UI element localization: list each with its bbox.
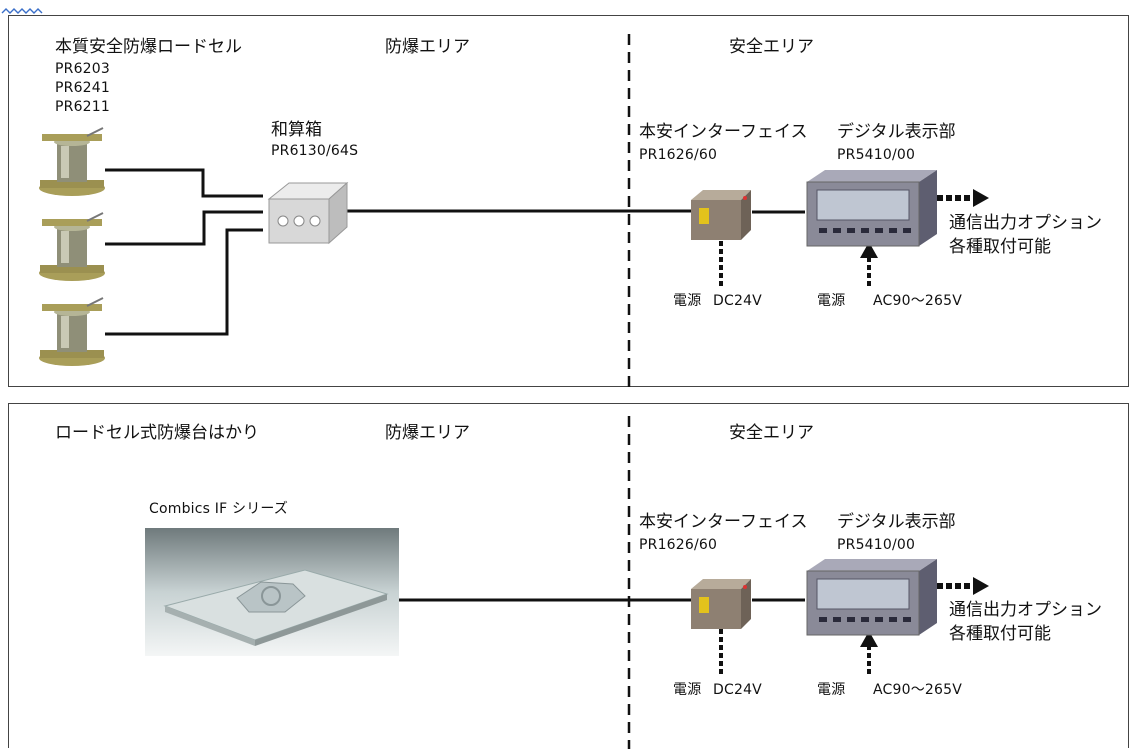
loadcell-system-diagram: 本質安全防爆ロードセル PR6203 PR6241 PR6211 防爆エリア 安… — [8, 15, 1129, 388]
display-power-value: AC90～265V — [873, 682, 963, 698]
wiring — [105, 34, 989, 388]
interface-unit-image — [687, 577, 757, 637]
display-name: デジタル表示部 — [837, 122, 956, 142]
output-option-line2: 各種取付可能 — [949, 624, 1051, 644]
output-arrow — [973, 577, 989, 595]
interface-power-label: 電源 — [673, 682, 702, 698]
platform-scale-system-diagram: ロードセル式防爆台はかり 防爆エリア 安全エリア Combics IF シリーズ… — [8, 403, 1129, 749]
loadcell-model-2: PR6241 — [55, 80, 110, 96]
hazard-area-label: 防爆エリア — [385, 37, 470, 57]
wire-cell2 — [105, 210, 263, 246]
digital-display-image — [803, 168, 939, 252]
loadcell-heading: 本質安全防爆ロードセル — [55, 37, 242, 57]
display-power-arrow — [860, 242, 878, 258]
scale-heading: ロードセル式防爆台はかり — [55, 423, 259, 443]
wire-cell3 — [105, 228, 263, 336]
loadcell-model-3: PR6211 — [55, 99, 110, 115]
wire-cell1 — [105, 168, 263, 198]
junction-box-image — [259, 179, 351, 253]
safe-area-label: 安全エリア — [729, 423, 814, 443]
interface-name: 本安インターフェイス — [639, 122, 808, 142]
interface-power-value: DC24V — [713, 682, 762, 698]
interface-name: 本安インターフェイス — [639, 512, 808, 532]
scale-name: Combics IF シリーズ — [149, 501, 289, 517]
safe-area-label: 安全エリア — [729, 37, 814, 57]
display-power-label: 電源 — [817, 293, 846, 309]
display-power-value: AC90～265V — [873, 293, 963, 309]
interface-model: PR1626/60 — [639, 147, 718, 163]
junction-box-name: 和算箱 — [271, 120, 322, 140]
top-edge-fragment — [0, 0, 60, 14]
display-model: PR5410/00 — [837, 537, 916, 553]
output-option-line2: 各種取付可能 — [949, 237, 1051, 257]
interface-power-value: DC24V — [713, 293, 762, 309]
display-name: デジタル表示部 — [837, 512, 956, 532]
output-option-line1: 通信出力オプション — [949, 213, 1102, 233]
platform-scale-image — [145, 528, 399, 660]
interface-power-label: 電源 — [673, 293, 702, 309]
load-cell-image — [37, 211, 107, 287]
digital-display-image — [803, 557, 939, 641]
hazard-area-label: 防爆エリア — [385, 423, 470, 443]
output-option-line1: 通信出力オプション — [949, 600, 1102, 620]
output-arrow — [973, 189, 989, 207]
load-cell-image — [37, 126, 107, 202]
display-power-arrow — [860, 631, 878, 647]
display-power-label: 電源 — [817, 682, 846, 698]
loadcell-model-1: PR6203 — [55, 61, 110, 77]
display-model: PR5410/00 — [837, 147, 916, 163]
interface-model: PR1626/60 — [639, 537, 718, 553]
interface-unit-image — [687, 188, 757, 248]
load-cell-image — [37, 296, 107, 372]
junction-box-model: PR6130/64S — [271, 143, 359, 159]
